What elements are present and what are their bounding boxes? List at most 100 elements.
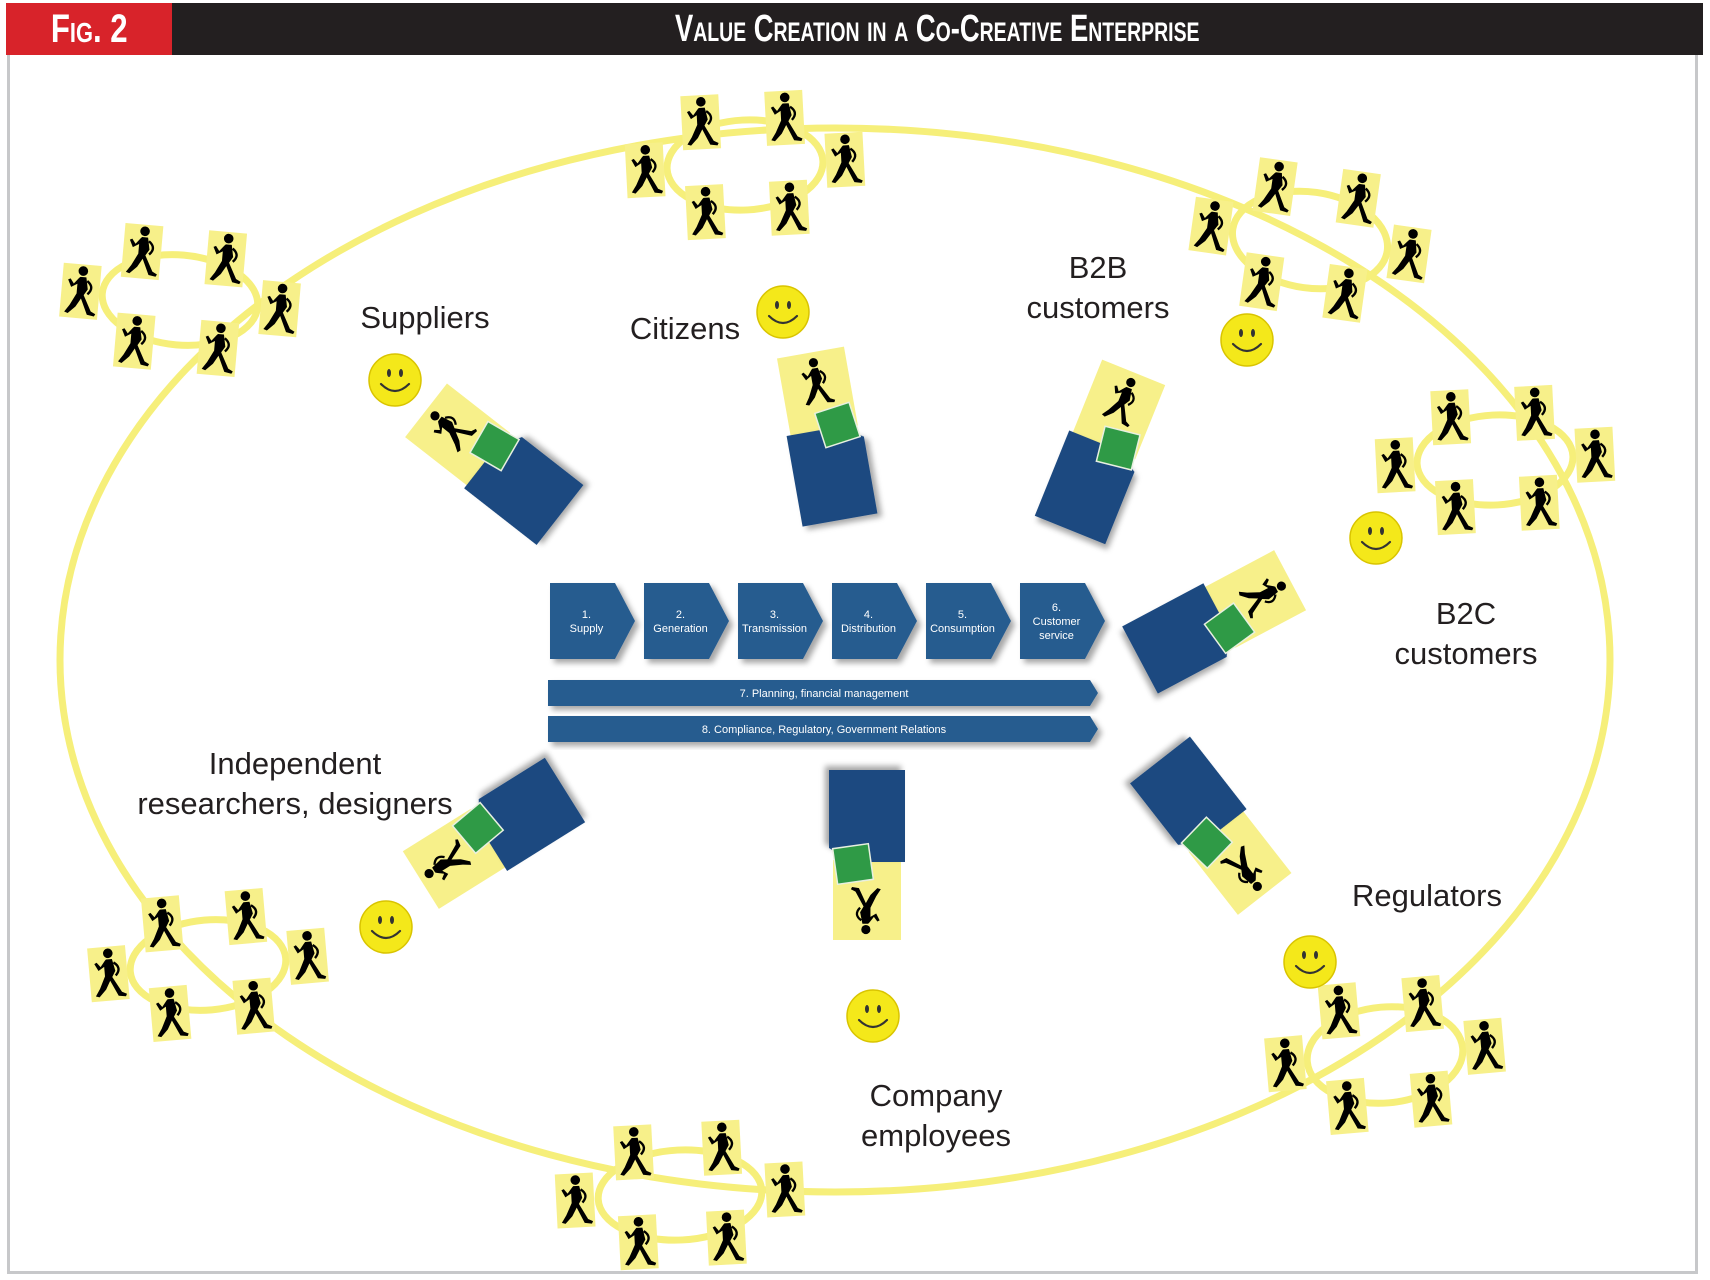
cluster-ring	[1228, 187, 1392, 293]
enterprise-block	[478, 757, 586, 871]
label-suppliers: Suppliers	[360, 300, 489, 335]
enterprise-block	[1122, 583, 1228, 694]
value-chain-bar: 7. Planning, financial management	[548, 680, 1098, 706]
community-cluster	[624, 89, 866, 241]
label-researchers-line1: Independent	[209, 746, 382, 781]
step-label: 6.	[1052, 602, 1061, 614]
step-label: Distribution	[841, 623, 896, 635]
figure-frame	[7, 52, 1698, 1274]
community-clusters	[59, 89, 1616, 1271]
value-chain-step: 4. Distribution	[832, 583, 917, 659]
person-card	[764, 89, 805, 146]
interface-square	[831, 842, 875, 886]
person-card	[224, 887, 268, 946]
person-card	[1518, 474, 1560, 531]
value-chain-step: 5.Consumption	[926, 583, 1011, 659]
person-card	[1317, 982, 1361, 1040]
person-card	[1435, 479, 1476, 536]
person-card	[613, 1124, 654, 1181]
chevron-shape	[832, 583, 917, 659]
person-card	[768, 179, 810, 236]
step-label: Transmission	[742, 623, 807, 635]
step-label: 2.	[676, 609, 685, 621]
bar-shape	[548, 716, 1098, 742]
person-card	[1264, 1035, 1307, 1093]
label-b2b-line1: B2B	[1069, 250, 1128, 285]
connector-researchers	[402, 757, 586, 909]
label-citizens: Citizens	[630, 311, 740, 346]
community-cluster	[1374, 384, 1616, 536]
smiley-face-icon	[359, 900, 413, 954]
smiley-face-icon	[368, 353, 422, 407]
cluster-ring	[663, 116, 827, 214]
person-card	[59, 262, 102, 320]
person-card	[87, 945, 130, 1003]
person-card	[680, 94, 722, 151]
label-b2c-line1: B2C	[1436, 596, 1496, 631]
person-card	[685, 184, 726, 241]
smiley-face-icon	[846, 989, 900, 1043]
step-label: Supply	[570, 623, 604, 635]
interface-square	[468, 420, 521, 472]
person-card	[196, 319, 240, 378]
person-card	[701, 1119, 743, 1176]
bar-shape	[548, 680, 1098, 706]
step-label: service	[1039, 630, 1074, 642]
label-b2c-line2: customers	[1395, 636, 1538, 671]
person-card	[617, 1214, 659, 1271]
community-cluster	[59, 222, 301, 378]
value-chain-step: 1.Supply	[550, 583, 635, 659]
person-card	[112, 312, 156, 370]
person-card	[1335, 168, 1381, 228]
figure-title: Value Creation in a Co-Creative Enterpri…	[675, 7, 1200, 50]
chevron-shape	[550, 583, 635, 659]
value-chain-step: 3.Transmission	[738, 583, 823, 659]
person-card	[204, 230, 248, 288]
figure-number-badge: Fig. 2	[6, 3, 172, 55]
stakeholder-connectors	[402, 346, 1307, 940]
person-card	[1386, 224, 1432, 284]
step-label: 4.	[864, 609, 873, 621]
smiley-faces	[359, 285, 1403, 1043]
smiley-face-icon	[1220, 313, 1274, 367]
person-card	[554, 1172, 596, 1229]
connector-citizens	[776, 346, 878, 527]
person-card	[706, 1209, 747, 1266]
enterprise-block	[1130, 736, 1247, 845]
value-chain-bar: 8. Compliance, Regulatory, Government Re…	[548, 716, 1098, 742]
interface-square	[813, 401, 862, 449]
value-chain-step: 2. Generation	[644, 583, 729, 659]
community-cluster	[87, 887, 329, 1043]
figure-number: Fig. 2	[50, 6, 128, 51]
person-card	[1374, 437, 1416, 494]
chevron-shape	[1020, 583, 1105, 659]
smiley-face-icon	[756, 285, 810, 339]
person-card	[1463, 1017, 1506, 1075]
chevron-shape	[738, 583, 823, 659]
enterprise-block	[786, 426, 878, 527]
stakeholder-card	[1072, 359, 1166, 460]
bar-label: 7. Planning, financial management	[740, 688, 909, 700]
person-card	[286, 927, 329, 985]
cluster-ring	[1303, 1003, 1467, 1107]
smiley-face-icon	[1349, 511, 1403, 565]
label-b2b-line2: customers	[1027, 290, 1170, 325]
community-cluster	[554, 1119, 806, 1271]
cluster-ring	[594, 1146, 766, 1244]
label-employees-line2: employees	[861, 1118, 1011, 1153]
outer-ecosystem-ring	[56, 124, 1614, 1196]
person-card	[824, 131, 866, 188]
step-label: Generation	[653, 623, 707, 635]
connector-b2b	[1034, 359, 1166, 545]
interface-square	[1180, 816, 1234, 870]
person-card	[120, 222, 164, 281]
person-card	[764, 1161, 806, 1218]
bar-label: 8. Compliance, Regulatory, Government Re…	[702, 724, 947, 736]
interface-square	[1203, 602, 1256, 655]
chevron-shape	[926, 583, 1011, 659]
person-card	[1326, 1077, 1369, 1136]
community-cluster	[1188, 157, 1432, 323]
chevron-shape	[644, 583, 729, 659]
person-card	[232, 977, 276, 1035]
